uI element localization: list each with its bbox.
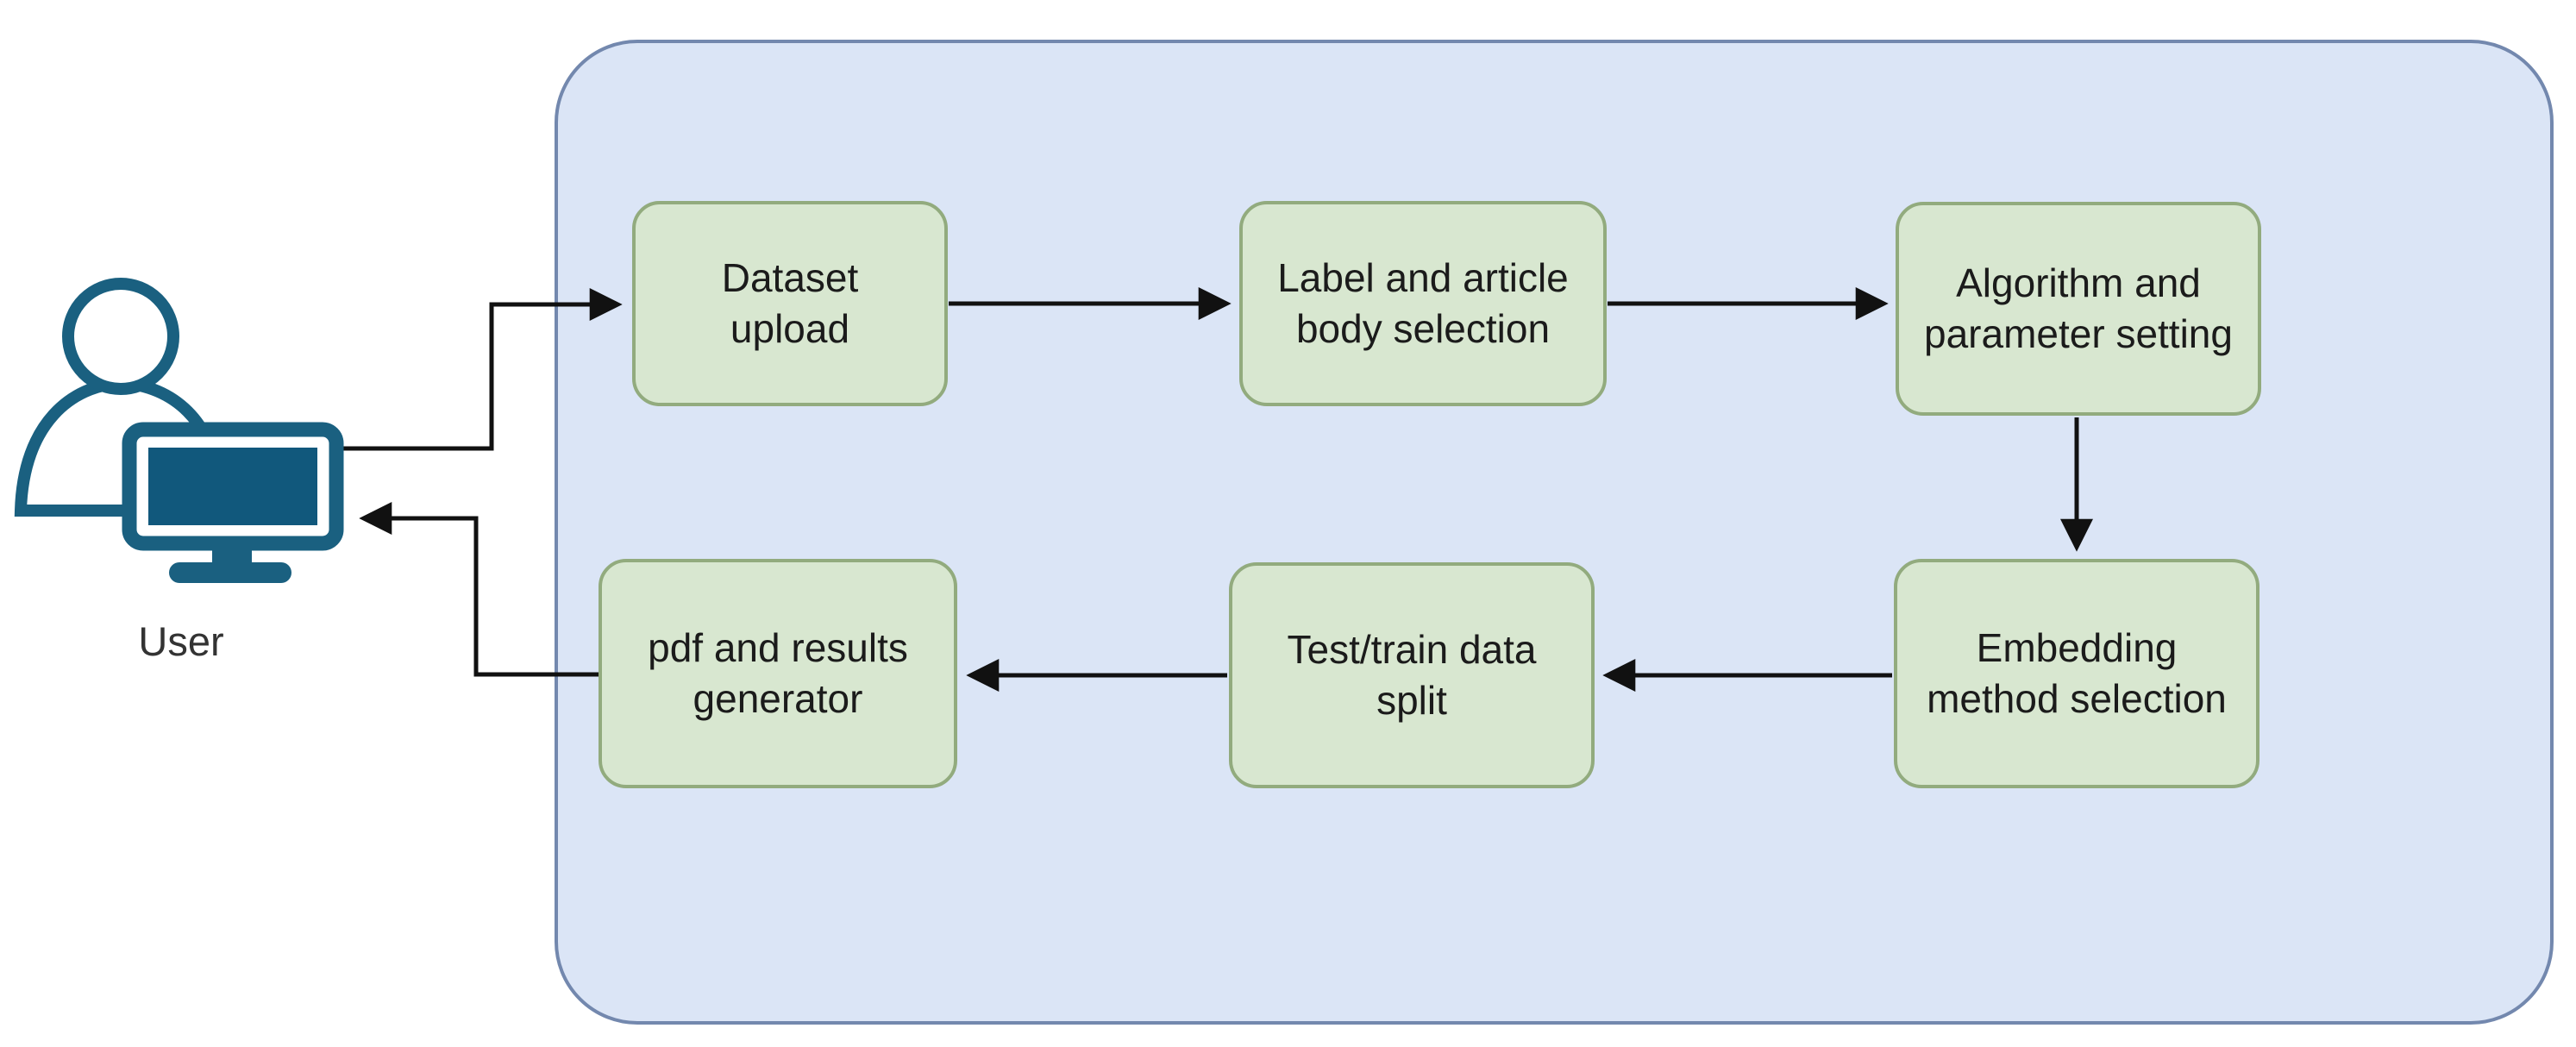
node-label: Label and article body selection (1277, 255, 1569, 351)
system-container (555, 40, 2554, 1025)
person-body-shape (14, 376, 225, 517)
node-embedding-method-selection: Embedding method selection (1894, 559, 2259, 788)
node-dataset-upload: Dataset upload (632, 201, 948, 406)
person-head-shape (62, 278, 179, 395)
user-label: User (138, 618, 224, 664)
node-label: Algorithm and parameter setting (1924, 260, 2233, 356)
node-label: Dataset upload (721, 255, 859, 351)
node-pdf-results-generator: pdf and results generator (599, 559, 957, 788)
monitor-stand (212, 547, 252, 569)
node-label-article-selection: Label and article body selection (1239, 201, 1607, 406)
monitor-frame (122, 422, 344, 551)
node-label: Embedding method selection (1927, 625, 2227, 721)
node-label: pdf and results generator (648, 625, 908, 721)
node-label: Test/train data split (1287, 627, 1537, 723)
node-algorithm-parameter-setting: Algorithm and parameter setting (1896, 202, 2261, 416)
user-icon (14, 278, 344, 583)
monitor-screen (148, 448, 317, 525)
node-test-train-split: Test/train data split (1229, 562, 1595, 788)
monitor-base (169, 562, 291, 583)
